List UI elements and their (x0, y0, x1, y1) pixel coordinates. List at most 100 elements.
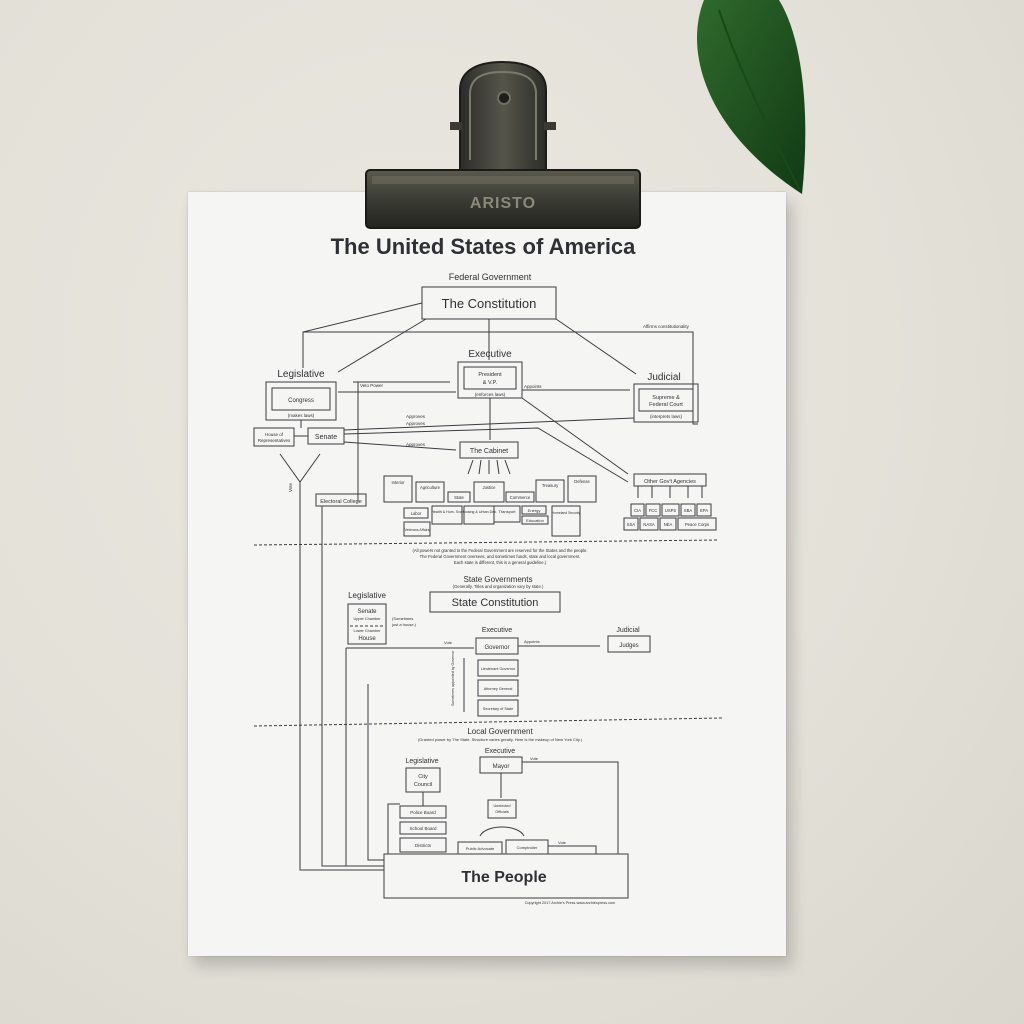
lieutenant-governor-label: Lieutenant Governor (481, 667, 516, 671)
dept-homeland: Homeland Security (552, 511, 581, 515)
fed-executive-label: Executive (468, 349, 512, 360)
unelected-line2: Officials (495, 810, 509, 814)
state-vote-label: Vote (444, 640, 453, 645)
city-council-line2: Council (414, 782, 432, 788)
reserved-note-3: Each state is different, this is a gener… (454, 560, 547, 565)
reserved-note-1: (All powers not granted to the Federal G… (412, 548, 587, 553)
sometimes-house-1: (Sometimes (392, 616, 413, 621)
binder-clip: ARISTO (365, 60, 641, 229)
fed-judicial-label: Judicial (647, 372, 680, 383)
enforces-laws-label: (enforces laws) (475, 392, 506, 397)
dept-labor: Labor (411, 511, 422, 516)
approves-label-3: Approves (406, 442, 426, 447)
congress-label: Congress (288, 398, 314, 404)
sometimes-appointed-label: Sometimes appointed by Governor (451, 650, 455, 706)
reserved-note-2: The Federal Government oversees, and som… (420, 554, 581, 559)
copyright-label: Copyright 2017 Archie's Press www.archie… (525, 901, 616, 905)
approves-label-1: Approves (406, 414, 426, 419)
appoints-label: Appoints (524, 384, 542, 389)
state-legislative-label: Legislative (348, 591, 386, 600)
fed-legislative-label: Legislative (277, 369, 325, 380)
dept-housing: Housing & Urban Dev. (461, 510, 497, 514)
cabinet-label: The Cabinet (470, 448, 508, 455)
agency-cia: CIA (634, 508, 641, 513)
city-council-line1: City (418, 774, 428, 780)
state-appoints-label: Appoints (524, 639, 540, 644)
veto-power-label: Veto Power (360, 383, 384, 388)
agency-fcc: FCC (649, 508, 658, 513)
local-heading: Local Government (467, 727, 533, 736)
local-vote-label-1: Vote (530, 756, 539, 761)
local-vote-label-2: Vote (558, 840, 567, 845)
plant-leaf (697, 0, 806, 194)
dept-education: Education (526, 518, 544, 523)
upper-chamber-label: Upper Chamber (353, 617, 381, 621)
makes-laws-label: (makes laws) (288, 413, 315, 418)
dept-transport: Transport (499, 509, 517, 514)
agency-peace-corps: Peace Corps (685, 522, 709, 527)
poster-title: The United States of America (331, 234, 637, 259)
dept-interior: Interior (391, 480, 405, 485)
dept-veterans: Veterans Affairs (404, 528, 429, 532)
sometimes-house-2: just a house.) (391, 622, 417, 627)
mayor-label: Mayor (493, 764, 510, 770)
electoral-college-label: Electoral College (320, 499, 362, 505)
other-agencies-label: Other Gov't Agencies (644, 479, 696, 485)
agency-epa: EPA (700, 508, 708, 513)
interprets-laws-label: (interprets laws) (650, 414, 683, 419)
departments-bottom: Labor Health & Hum. Svc. Housing & Urban… (403, 505, 581, 537)
agency-ssa: SSA (627, 522, 636, 527)
state-judicial-label: Judicial (616, 627, 640, 634)
dept-defense: Defense (574, 479, 590, 484)
dept-agriculture: Agriculture (420, 485, 441, 490)
the-people-label: The People (461, 869, 546, 886)
supreme-court-line1: Supreme & (652, 395, 680, 401)
governor-label: Governor (484, 645, 509, 651)
approves-label-2: Approves (406, 421, 426, 426)
school-board-label: School Board (409, 826, 437, 831)
judges-label: Judges (619, 643, 638, 649)
districts-label: Districts (415, 843, 432, 848)
house-line1: House of (265, 432, 284, 437)
supreme-court-line2: Federal Court (649, 402, 683, 408)
comptroller-label: Comptroller (517, 845, 538, 850)
clip-brand-label: ARISTO (470, 195, 536, 212)
senate-label: Senate (315, 434, 337, 441)
dept-commerce: Commerce (510, 495, 531, 500)
federal-heading: Federal Government (449, 272, 532, 282)
dept-state: State (454, 495, 464, 500)
state-heading: State Governments (464, 575, 533, 584)
affirms-label: Affirms constitutionality (643, 324, 690, 329)
secretary-of-state-label: Secretary of State (483, 707, 513, 711)
house-line2: Representatives (258, 438, 291, 443)
lower-chamber-label: Lower Chamber (353, 629, 381, 633)
government-diagram: The United States of America Federal Gov… (253, 234, 723, 905)
state-constitution-label: State Constitution (452, 597, 539, 609)
dept-health: Health & Hum. Svc. (431, 510, 462, 514)
attorney-general-label: Attorney General (484, 687, 513, 691)
dept-justice: Justice (482, 485, 496, 490)
dept-energy: Energy (528, 508, 541, 513)
local-legislative-label: Legislative (405, 758, 438, 765)
state-executive-label: Executive (482, 627, 512, 634)
state-house-label: House (358, 636, 376, 642)
agencies: CIA FCC USPS SBA EPA SSA NASA NEA Peace … (623, 503, 717, 531)
unelected-line1: Unelected (493, 804, 510, 808)
agency-nasa: NASA (643, 522, 655, 527)
president-line2: & V.P. (483, 380, 498, 386)
agency-nea: NEA (664, 522, 673, 527)
local-subheading: (Granted power by The State. Structure v… (418, 737, 583, 742)
departments-top: Interior Agriculture State Justice Comme… (383, 475, 597, 503)
public-advocate-label: Public Advocate (466, 846, 495, 851)
constitution-label: The Constitution (442, 296, 537, 311)
president-line1: President (478, 372, 502, 378)
local-executive-label: Executive (485, 748, 515, 755)
agency-usps: USPS (665, 508, 677, 513)
agency-sba: SBA (684, 508, 693, 513)
poster-paper: The United States of America Federal Gov… (188, 192, 786, 956)
state-subheading: (Generally. Titles and organization vary… (453, 584, 544, 589)
police-board-label: Police Board (410, 810, 436, 815)
dept-treasury: Treasury (542, 483, 559, 488)
fed-vote-label: Vote (288, 482, 293, 492)
state-senate-label: Senate (357, 609, 377, 615)
